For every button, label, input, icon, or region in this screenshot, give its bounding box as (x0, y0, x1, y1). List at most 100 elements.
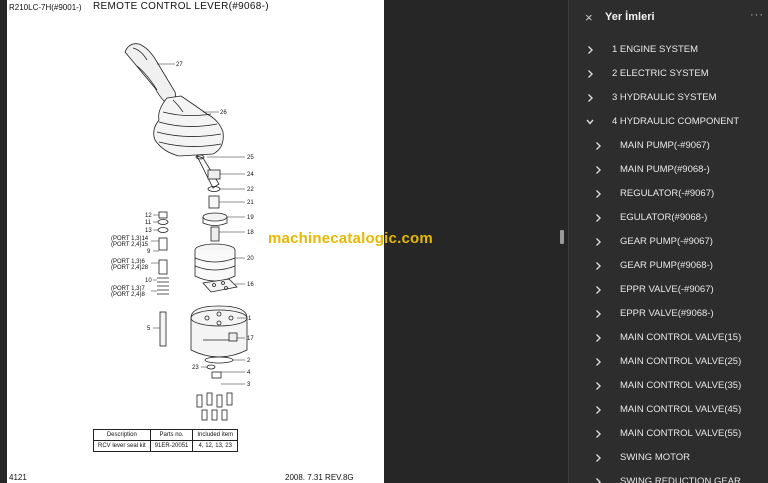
chevron-right-icon[interactable] (593, 404, 603, 416)
callout: (PORT 2,4)15 (111, 242, 149, 248)
bookmark-label: EPPR VALVE(#9068-) (620, 308, 714, 319)
bookmark-label: 1 ENGINE SYSTEM (612, 44, 699, 55)
bookmark-label: 3 HYDRAULIC SYSTEM (612, 92, 717, 103)
more-options-icon[interactable]: ··· (750, 9, 764, 21)
callout: 5 (147, 326, 151, 332)
callout: 17 (247, 336, 254, 342)
bookmark-label: 4 HYDRAULIC COMPONENT (612, 116, 740, 127)
document-title: REMOTE CONTROL LEVER(#9068-) (93, 1, 269, 12)
bookmark-label: MAIN PUMP(#9068-) (620, 164, 710, 175)
callout: 27 (176, 62, 183, 68)
callout: 21 (247, 200, 254, 206)
chevron-right-icon[interactable] (593, 212, 603, 224)
rubber-boot-part (153, 95, 224, 157)
bookmark-item[interactable]: 4 HYDRAULIC COMPONENT (569, 110, 768, 134)
callout: 12 (145, 213, 152, 219)
chevron-right-icon[interactable] (593, 308, 603, 320)
spool-stack-part (157, 211, 169, 347)
bookmark-label: GEAR PUMP(-#9067) (620, 236, 713, 247)
bookmark-item[interactable]: MAIN CONTROL VALVE(35) (569, 374, 768, 398)
bookmark-item[interactable]: EGULATOR(#9068-) (569, 206, 768, 230)
table-cell: RCV lever seal kit (93, 440, 151, 452)
bookmark-item[interactable]: REGULATOR(-#9067) (569, 182, 768, 206)
callout: 24 (247, 172, 254, 178)
bookmark-item[interactable]: MAIN CONTROL VALVE(55) (569, 422, 768, 446)
document-code: R210LC-7H(#9001-) (9, 3, 82, 12)
chevron-right-icon[interactable] (593, 188, 603, 200)
bookmark-label: MAIN PUMP(-#9067) (620, 140, 710, 151)
callout: 3 (247, 382, 251, 388)
bookmark-item[interactable]: EPPR VALVE(#9068-) (569, 302, 768, 326)
close-icon[interactable]: × (585, 10, 593, 25)
callout: 13 (145, 228, 152, 234)
bookmark-label: REGULATOR(-#9067) (620, 188, 715, 199)
table-row: RCV lever seal kit 91ER-20051 4, 12, 13,… (93, 440, 239, 452)
plate-part (202, 212, 228, 226)
bookmark-label: MAIN CONTROL VALVE(45) (620, 404, 742, 415)
table-cell: 4, 12, 13, 23 (192, 440, 239, 452)
callout: 26 (220, 110, 227, 116)
chevron-down-icon[interactable] (585, 116, 595, 128)
bookmark-label: SWING MOTOR (620, 452, 691, 463)
chevron-right-icon[interactable] (593, 164, 603, 176)
bookmark-label: MAIN CONTROL VALVE(15) (620, 332, 742, 343)
casing-part (194, 243, 236, 282)
callout: 1 (248, 316, 252, 322)
bolt-set-part (196, 392, 233, 421)
bookmark-item[interactable]: 2 ELECTRIC SYSTEM (569, 62, 768, 86)
callout: 18 (247, 230, 254, 236)
chevron-right-icon[interactable] (585, 68, 595, 80)
panel-header: × Yer İmleri ··· (569, 0, 768, 36)
bookmark-item[interactable]: MAIN CONTROL VALVE(25) (569, 350, 768, 374)
bookmark-item[interactable]: SWING MOTOR (569, 446, 768, 470)
bookmark-item[interactable]: 3 HYDRAULIC SYSTEM (569, 86, 768, 110)
chevron-right-icon[interactable] (593, 236, 603, 248)
scrollbar-handle[interactable] (560, 230, 564, 244)
chevron-right-icon[interactable] (593, 284, 603, 296)
plug-part (228, 332, 238, 342)
table-header-cell: Description (93, 429, 151, 441)
bookmark-item[interactable]: SWING REDUCTION GEAR (569, 470, 768, 483)
panel-title: Yer İmleri (605, 11, 655, 23)
pdf-page: R210LC-7H(#9001-) REMOTE CONTROL LEVER(#… (7, 0, 384, 483)
callout: 20 (247, 256, 254, 262)
document-viewer[interactable]: R210LC-7H(#9001-) REMOTE CONTROL LEVER(#… (0, 0, 568, 483)
chevron-right-icon[interactable] (593, 260, 603, 272)
bookmark-item[interactable]: MAIN CONTROL VALVE(15) (569, 326, 768, 350)
bookmark-item[interactable]: MAIN CONTROL VALVE(45) (569, 398, 768, 422)
bookmark-label: MAIN CONTROL VALVE(55) (620, 428, 742, 439)
seal-part (206, 364, 216, 370)
watermark-text: machinecatalogic.com (268, 230, 433, 247)
bookmark-label: EGULATOR(#9068-) (620, 212, 708, 223)
pusher-part (210, 226, 220, 242)
chevron-right-icon[interactable] (585, 92, 595, 104)
callout: 19 (247, 215, 254, 221)
chevron-right-icon[interactable] (585, 44, 595, 56)
bookmark-item[interactable]: 1 ENGINE SYSTEM (569, 38, 768, 62)
chevron-right-icon[interactable] (593, 356, 603, 368)
bookmark-item[interactable]: MAIN PUMP(-#9067) (569, 134, 768, 158)
chevron-right-icon[interactable] (593, 452, 603, 464)
callout: (PORT 1,3)6 (111, 259, 145, 265)
chevron-right-icon[interactable] (593, 140, 603, 152)
bookmark-item[interactable]: GEAR PUMP(-#9067) (569, 230, 768, 254)
chevron-right-icon[interactable] (593, 380, 603, 392)
nut-part (207, 169, 221, 180)
callout: 4 (247, 370, 251, 376)
valve-body-part (190, 305, 248, 358)
bookmark-item[interactable]: EPPR VALVE(-#9067) (569, 278, 768, 302)
bookmark-item[interactable]: GEAR PUMP(#9068-) (569, 254, 768, 278)
table-cell: 91ER-20051 (149, 440, 194, 452)
lever-knob-part (124, 43, 176, 103)
callout: 10 (145, 278, 152, 284)
table-header-row: Description Parts no. Included item (93, 429, 239, 441)
spacer-part (211, 371, 222, 379)
chevron-right-icon[interactable] (593, 332, 603, 344)
o-ring-part (204, 356, 234, 364)
bookmark-label: EPPR VALVE(-#9067) (620, 284, 714, 295)
bookmark-item[interactable]: MAIN PUMP(#9068-) (569, 158, 768, 182)
chevron-right-icon[interactable] (593, 476, 603, 483)
callout: 9 (147, 249, 151, 255)
chevron-right-icon[interactable] (593, 428, 603, 440)
callout: (PORT 2,4)28 (111, 265, 149, 271)
